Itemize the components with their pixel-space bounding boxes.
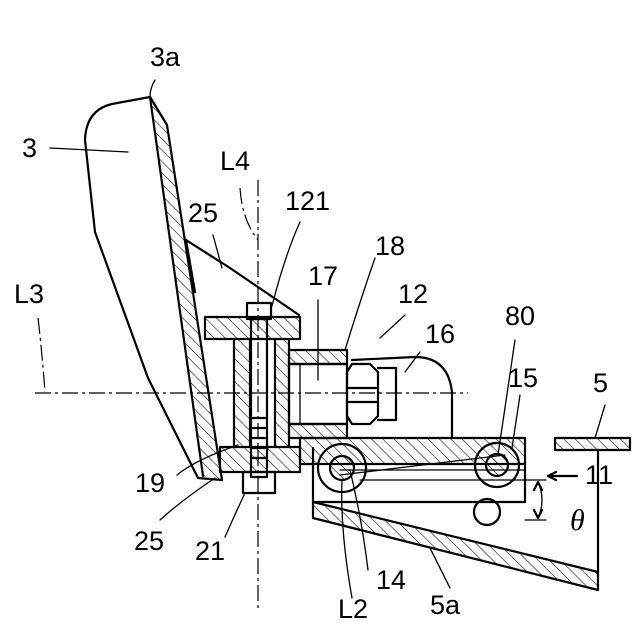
label-16: 16 (425, 319, 455, 349)
label-5: 5 (593, 368, 608, 398)
label-12: 12 (398, 279, 428, 309)
label-l2: L2 (338, 594, 368, 624)
label-14: 14 (376, 565, 406, 595)
label-l3: L3 (14, 279, 44, 309)
label-5a: 5a (430, 590, 461, 620)
label-18: 18 (375, 231, 405, 261)
label-17: 17 (308, 261, 338, 291)
label-l4: L4 (220, 146, 250, 176)
label-25-top: 25 (188, 198, 218, 228)
upper-plate (205, 317, 300, 339)
bracket-gusset (186, 240, 299, 315)
label-3: 3 (22, 133, 37, 163)
label-21: 21 (195, 536, 225, 566)
label-15: 15 (508, 363, 538, 393)
reference-line-l4-dashed (240, 188, 258, 240)
bracket-16 (352, 357, 452, 438)
lower-frame (313, 450, 598, 590)
label-11: 11 (585, 460, 613, 490)
label-19: 19 (135, 468, 165, 498)
reference-line-l3-dashed (38, 318, 45, 392)
label-121: 121 (285, 186, 330, 216)
lower-plate (220, 447, 300, 472)
label-25-bottom: 25 (134, 526, 164, 556)
label-theta: θ (570, 504, 585, 537)
angle-marker (525, 480, 546, 520)
label-3a: 3a (150, 42, 181, 72)
pedal-body (85, 97, 222, 480)
label-80: 80 (505, 301, 535, 331)
nut (347, 364, 396, 424)
